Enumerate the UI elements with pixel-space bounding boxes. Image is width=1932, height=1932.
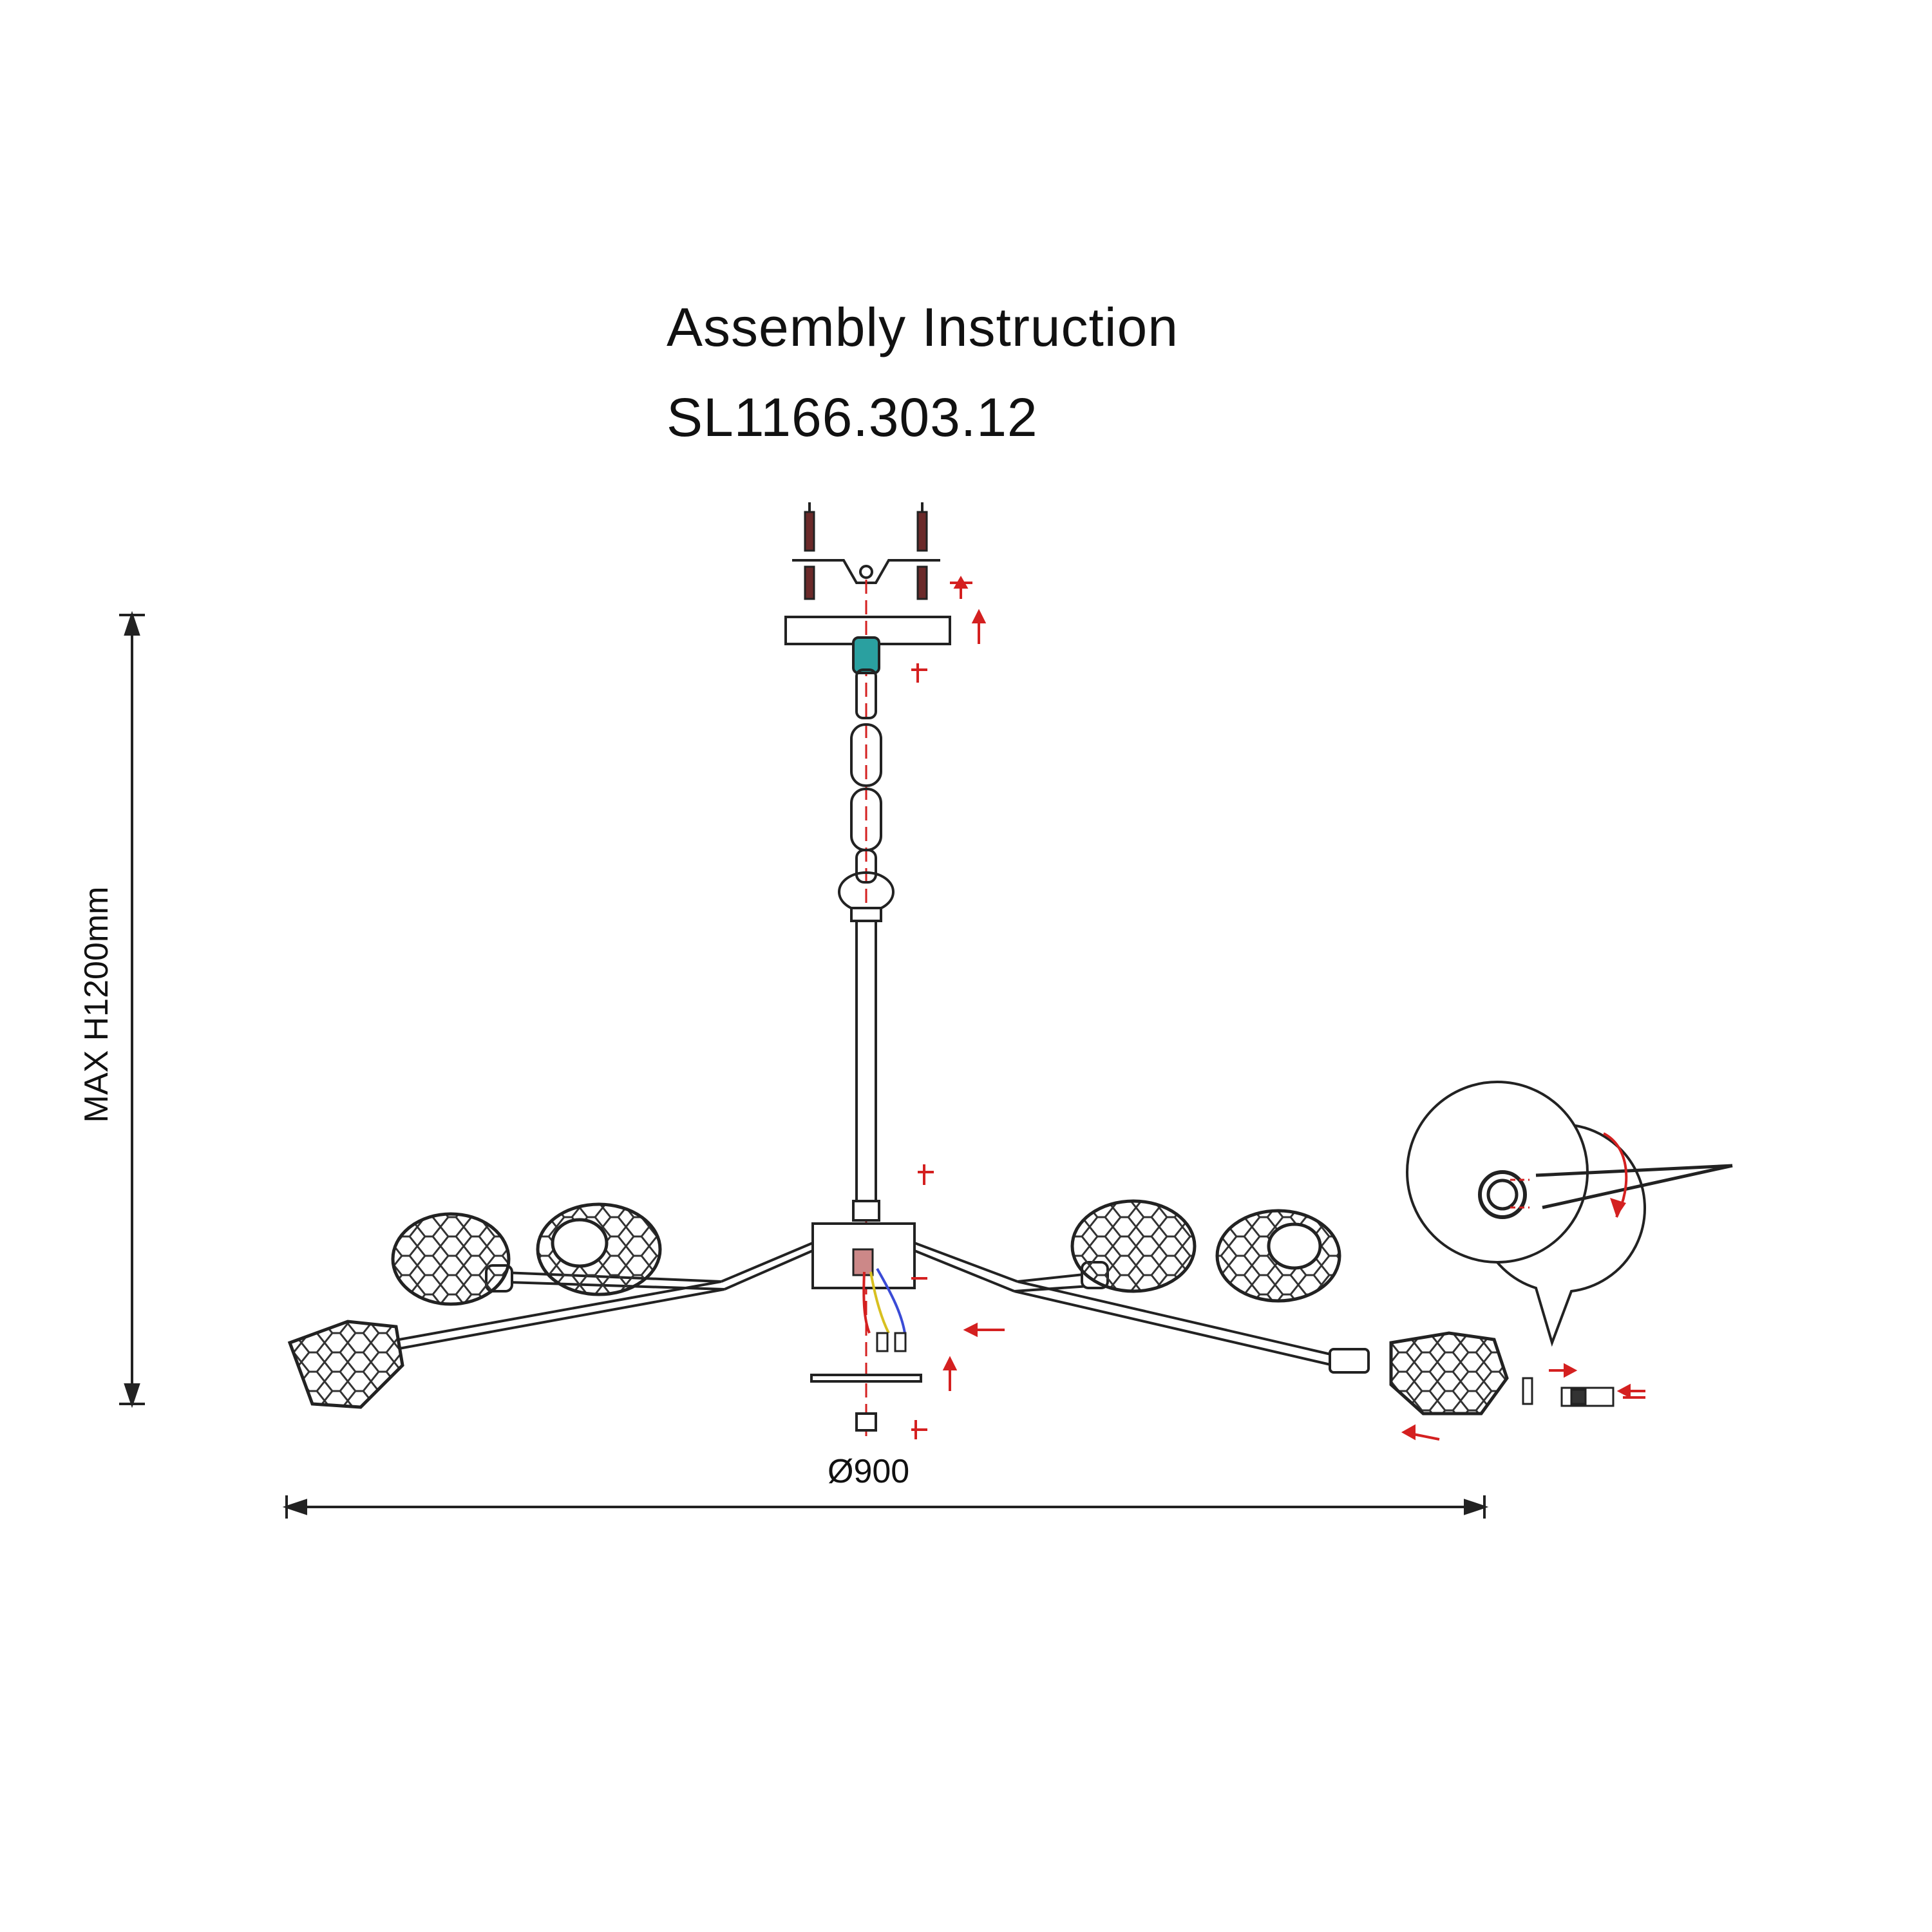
- glass-shade-left-bottom: [287, 1320, 404, 1409]
- detail-callout-bubble: [1406, 1081, 1733, 1347]
- glass-shade-right-top: [1070, 1199, 1197, 1293]
- glass-ring: [1522, 1377, 1533, 1405]
- ceiling-screws: [804, 502, 928, 600]
- diameter-label: Ø900: [828, 1453, 910, 1490]
- down-rod: [850, 907, 882, 1222]
- glass-shade-left-top: [391, 1212, 511, 1306]
- wire-connectors: [876, 1332, 907, 1352]
- assembly-arrows: [911, 575, 1645, 1441]
- diameter-dimension-line: [282, 1495, 1489, 1519]
- glass-shade-left-middle: [536, 1202, 662, 1296]
- g9-bulb: [1560, 1387, 1615, 1407]
- model-number: SL1166.303.12: [667, 387, 1038, 448]
- height-label: MAX H1200mm: [78, 886, 115, 1123]
- hanging-chain: [838, 636, 895, 913]
- glass-shade-right-exploded: [1389, 1331, 1509, 1416]
- height-dimension-line: [119, 611, 145, 1408]
- glass-shade-right-middle: [1215, 1209, 1341, 1303]
- page-title: Assembly Instruction: [667, 297, 1179, 357]
- bottom-washer: [810, 1374, 922, 1383]
- electrical-wires: [862, 1268, 906, 1334]
- bottom-finial: [855, 1412, 877, 1432]
